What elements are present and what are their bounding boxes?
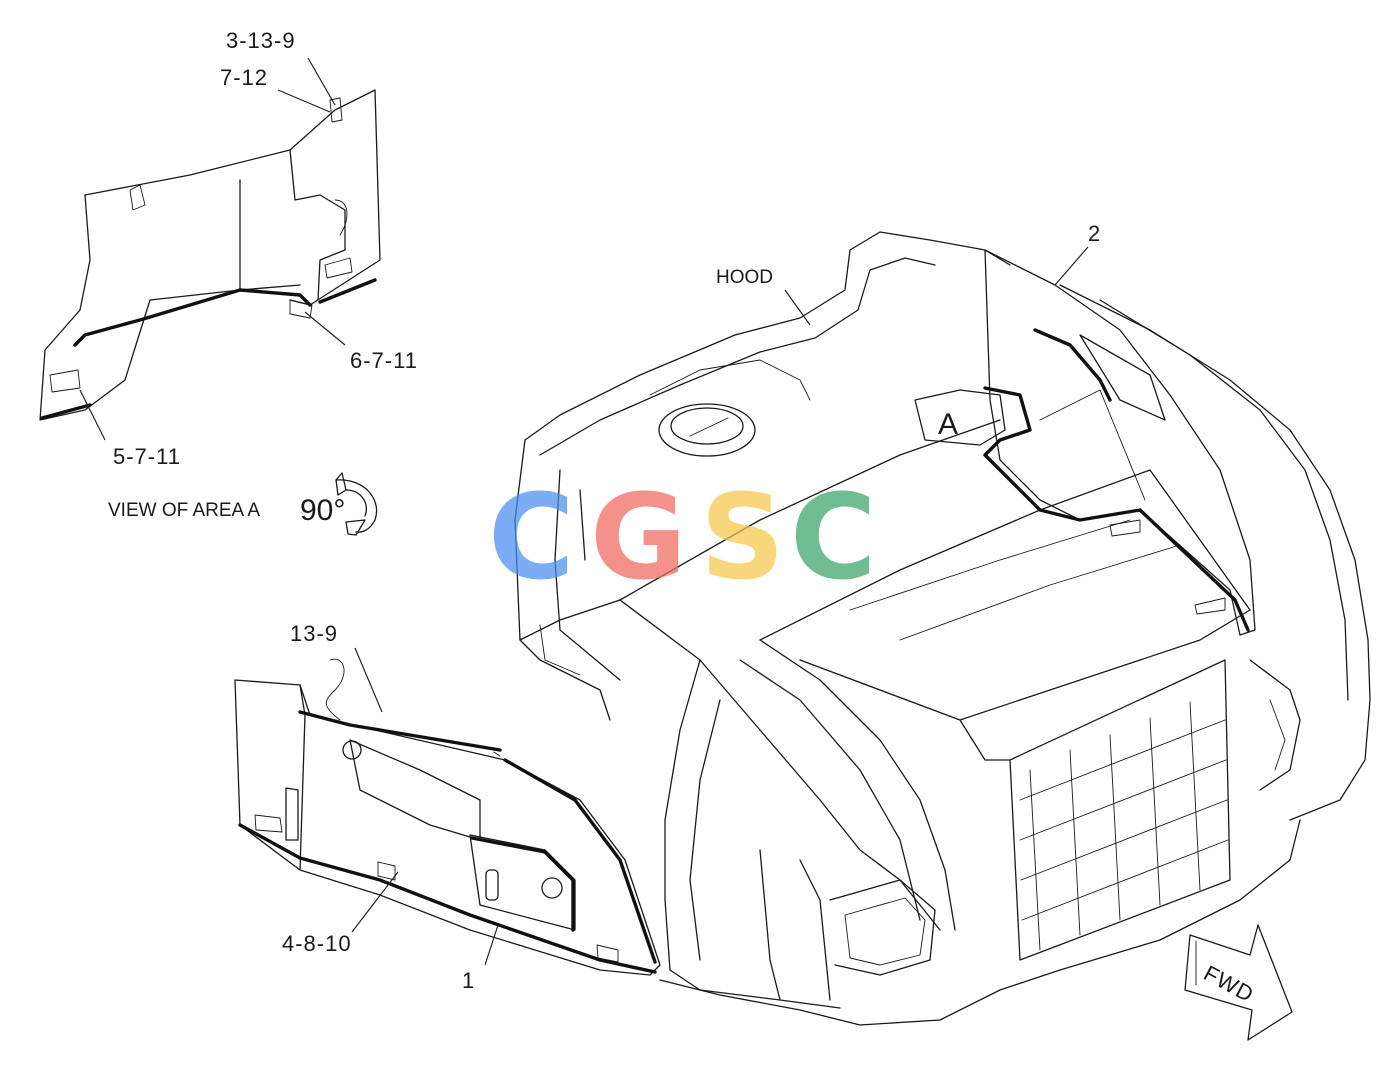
view-caption: VIEW OF AREA A xyxy=(108,500,260,521)
callout-7-12: 7-12 xyxy=(220,65,268,90)
watermark-letter-1: C xyxy=(488,468,575,606)
watermark-letter-3: S xyxy=(700,468,785,606)
callout-3-13-9: 3-13-9 xyxy=(226,28,296,53)
rotation-label: 90° xyxy=(300,494,345,527)
callout-13-9: 13-9 xyxy=(290,621,338,646)
rotation-arrow-icon xyxy=(335,472,378,536)
view-of-area-a-inset xyxy=(39,89,381,421)
area-a-marker: A xyxy=(938,408,958,441)
part-2-side-panel xyxy=(914,249,1256,636)
callout-5-7-11: 5-7-11 xyxy=(113,444,181,469)
watermark-letter-4: C xyxy=(790,468,877,606)
fwd-arrow-icon: FWD xyxy=(1184,924,1293,1041)
part-1-door-panel xyxy=(234,658,661,976)
hood-assembly-drawing xyxy=(514,231,1371,1026)
hood-label: HOOD xyxy=(716,267,773,288)
callout-4-8-10: 4-8-10 xyxy=(282,931,352,956)
callout-2: 2 xyxy=(1088,221,1101,246)
fwd-label: FWD xyxy=(1200,960,1259,1007)
leader-lines xyxy=(79,57,1089,966)
watermark-logo: C G S C xyxy=(488,468,877,606)
watermark-letter-2: G xyxy=(590,468,687,606)
callout-1: 1 xyxy=(462,968,475,993)
callout-6-7-11: 6-7-11 xyxy=(350,348,418,373)
